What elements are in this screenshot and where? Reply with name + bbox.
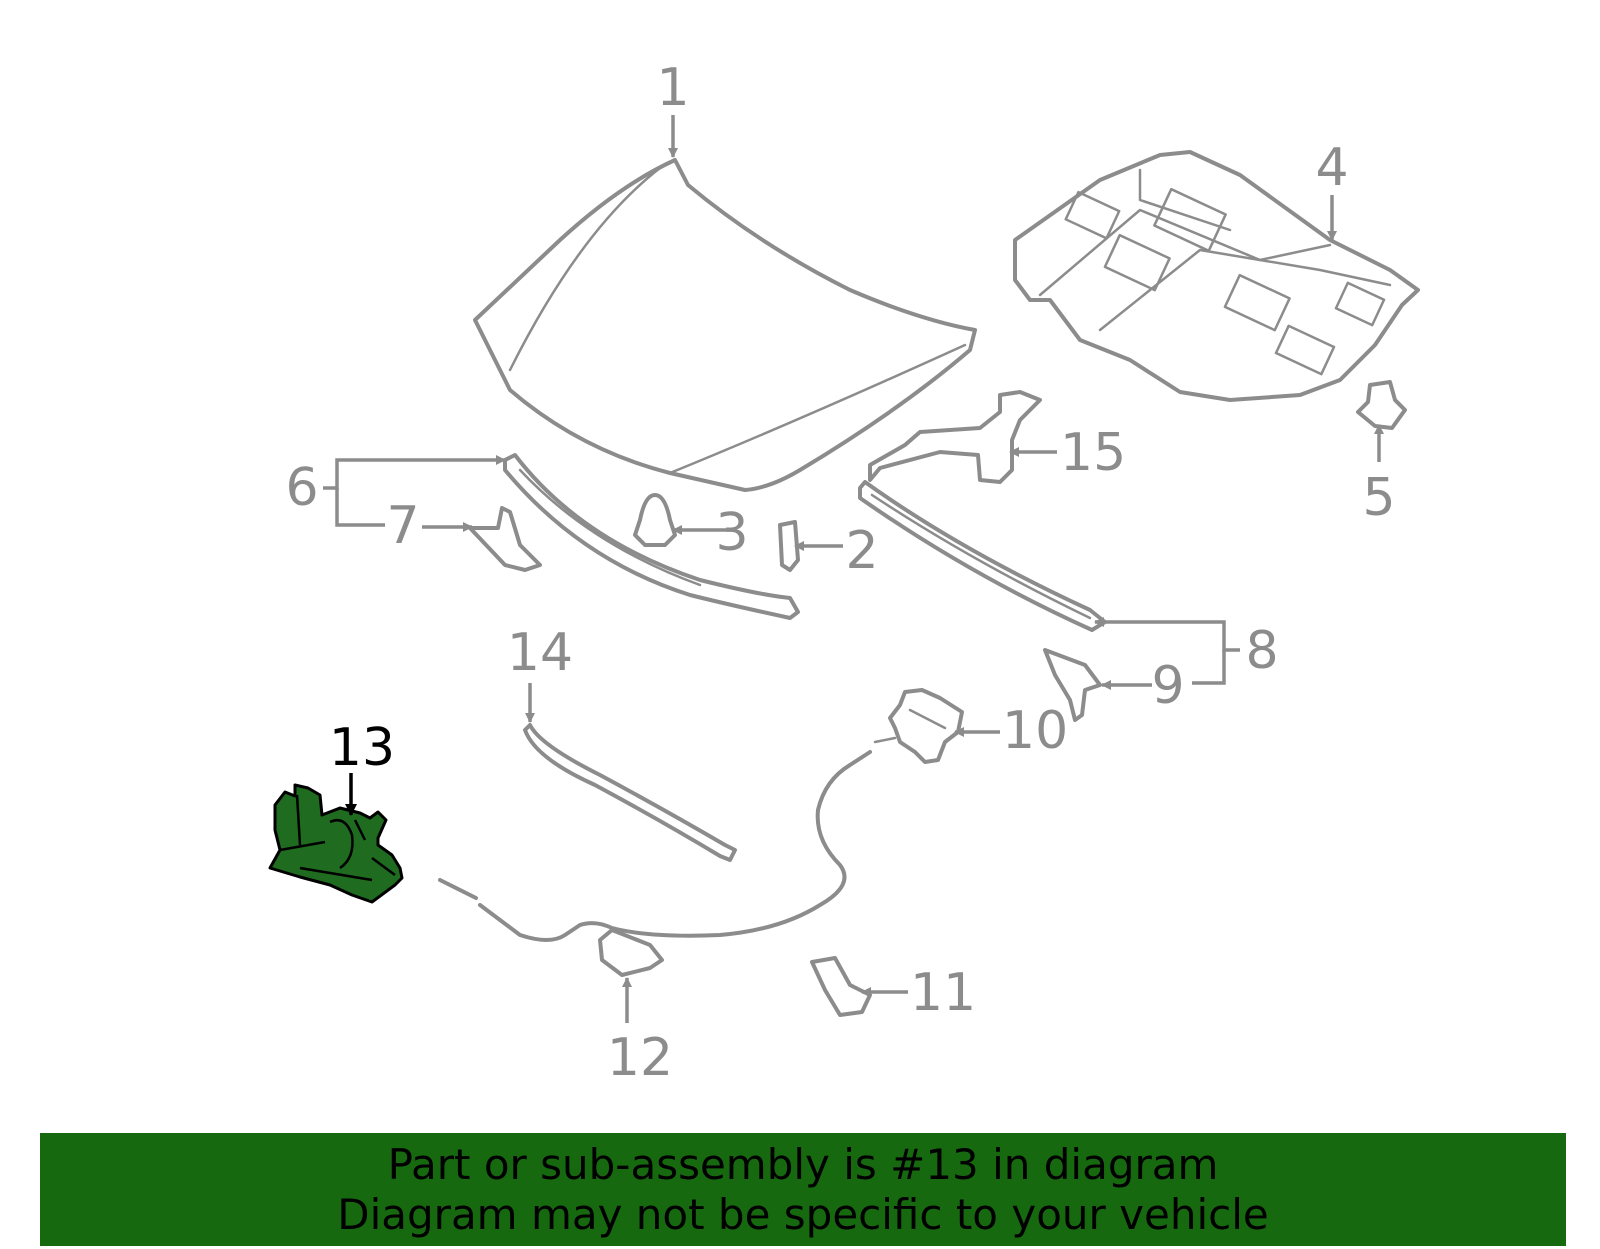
part-2-clip (778, 520, 800, 572)
callout-12: 12 (607, 1028, 673, 1088)
part-10-latch (888, 688, 964, 764)
callout-2: 2 (845, 521, 878, 581)
part-3-stop (633, 493, 677, 547)
callout-14: 14 (507, 623, 573, 683)
callouts: 1 4 5 15 6 7 3 2 8 9 10 14 13 11 12 (285, 58, 1395, 1088)
release-cable (438, 736, 897, 942)
part-12-handle (598, 928, 664, 977)
callout-11: 11 (910, 963, 976, 1023)
part-13-highlighted (268, 783, 404, 904)
callout-8: 8 (1245, 621, 1278, 681)
part-5-clip (1356, 380, 1407, 430)
callout-7: 7 (386, 496, 419, 556)
part-6-weatherstrip (503, 453, 800, 620)
part-11-bracket (810, 956, 872, 1017)
part-14-rod (523, 723, 737, 862)
leader-lines (323, 115, 1384, 1023)
callout-9: 9 (1151, 656, 1184, 716)
callout-15: 15 (1060, 423, 1126, 483)
part-15-bracket (868, 390, 1042, 484)
info-banner: Part or sub-assembly is #13 in diagram D… (40, 1133, 1566, 1246)
callout-10: 10 (1002, 701, 1068, 761)
part-7-pad (468, 506, 542, 572)
banner-line-1: Part or sub-assembly is #13 in diagram (387, 1139, 1219, 1189)
banner-line-2: Diagram may not be specific to your vehi… (337, 1189, 1269, 1239)
part-8-weatherstrip (858, 480, 1107, 632)
callout-5: 5 (1362, 468, 1395, 528)
callout-3: 3 (715, 503, 748, 563)
callout-4: 4 (1315, 138, 1348, 198)
callout-13: 13 (329, 718, 395, 778)
part-9-pad (1043, 648, 1102, 722)
callout-1: 1 (656, 58, 689, 118)
callout-6: 6 (285, 458, 318, 518)
parts-diagram: 1 4 5 15 6 7 3 2 8 9 10 14 13 11 12 (268, 58, 1420, 1088)
part-1-hood (473, 158, 977, 492)
part-4-insulator (1013, 150, 1420, 402)
